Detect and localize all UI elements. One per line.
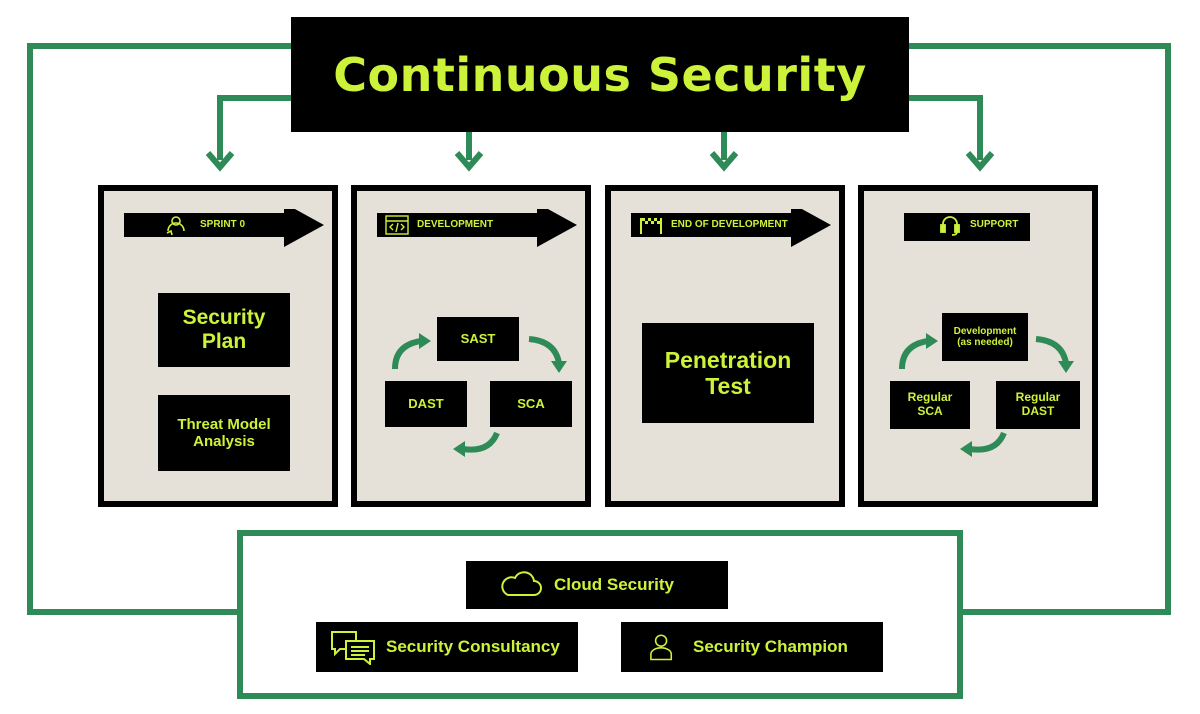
service-label: Cloud Security xyxy=(554,575,674,594)
cycle-arrow-icon xyxy=(1035,336,1074,373)
service-label: Security Consultancy xyxy=(386,637,560,656)
diagram-title: Continuous Security xyxy=(291,17,909,132)
regular-sca-box: Regular SCA xyxy=(890,381,970,429)
person-icon xyxy=(650,634,673,661)
dast-box: DAST xyxy=(385,381,467,427)
phase-label: DEVELOPMENT xyxy=(417,219,494,230)
sca-box: SCA xyxy=(490,381,572,427)
cycle-arrow-icon xyxy=(899,333,938,370)
phase-label: SUPPORT xyxy=(970,219,1019,230)
phase-sprint-0: SPRINT 0 Security Plan Threat Model Anal… xyxy=(98,185,338,507)
cycle-person-icon xyxy=(166,216,185,236)
cycle-arrow-icon xyxy=(453,431,500,457)
penetration-test-box: Penetration Test xyxy=(642,323,814,423)
development-as-needed-box: Development (as needed) xyxy=(942,313,1028,361)
phase-end-of-development: END OF DEVELOPMENT Penetration Test xyxy=(605,185,845,507)
security-plan-box: Security Plan xyxy=(158,293,290,367)
service-security-champion: Security Champion xyxy=(621,622,883,672)
phase-label: END OF DEVELOPMENT xyxy=(671,219,788,230)
phase-label: SPRINT 0 xyxy=(200,219,246,230)
headset-icon xyxy=(940,216,960,236)
cycle-arrow-icon xyxy=(392,333,431,370)
service-cloud-security: Cloud Security xyxy=(466,561,728,609)
phase-support: SUPPORT Development (as needed) Regular … xyxy=(858,185,1098,507)
phase-development: DEVELOPMENT SAST SCA DAST xyxy=(351,185,591,507)
cloud-icon xyxy=(501,571,542,596)
cycle-arrow-icon xyxy=(528,336,567,373)
finish-line-icon xyxy=(640,218,662,234)
threat-model-box: Threat Model Analysis xyxy=(158,395,290,471)
chat-bubbles-icon xyxy=(331,631,375,665)
sast-box: SAST xyxy=(437,317,519,361)
regular-dast-box: Regular DAST xyxy=(996,381,1080,429)
code-window-icon xyxy=(385,215,409,235)
service-security-consultancy: Security Consultancy xyxy=(316,622,578,672)
cycle-arrow-icon xyxy=(960,431,1007,457)
service-label: Security Champion xyxy=(693,637,848,656)
